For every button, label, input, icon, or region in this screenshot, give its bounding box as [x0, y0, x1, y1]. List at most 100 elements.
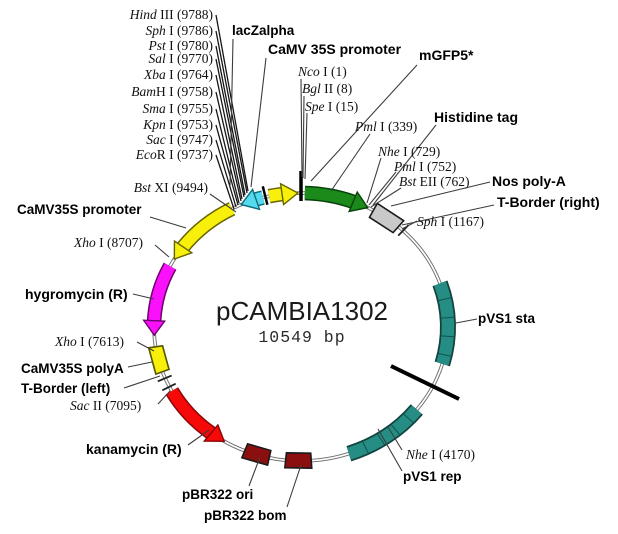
site-hindiii-9788: Hind III (9788)	[129, 7, 213, 22]
leader-line	[215, 45, 246, 196]
site-enzyme-name: Sph	[417, 214, 438, 229]
site-position: I (1167)	[437, 214, 484, 229]
pvs1-rep-notch	[390, 424, 401, 435]
label-camv35s-promoter-left: CaMV35S promoter	[17, 202, 142, 217]
camv35s-promoter-top-arrow	[268, 188, 283, 202]
site-enzyme-name: Sac	[70, 398, 90, 413]
leader-line	[132, 293, 155, 300]
leader-line	[401, 220, 418, 230]
kanamycin-arrow-head	[202, 423, 226, 442]
site-enzyme-name: Nhe	[405, 447, 428, 462]
label-t-border-right: T-Border (right)	[497, 194, 600, 210]
lacz-boundary-tick	[261, 186, 269, 206]
pvs1-rep-notch	[377, 433, 386, 446]
site-position: I (729)	[400, 144, 441, 159]
label-laczalpha: lacZalpha	[232, 23, 295, 38]
site-enzyme-name: Xba	[143, 67, 166, 82]
laczalpha-arrow	[254, 191, 265, 205]
site-enzyme-name: Bgl	[302, 81, 321, 96]
site-position: III (9788)	[157, 7, 213, 22]
label-nos-polya: Nos poly-A	[492, 173, 566, 189]
site-enzyme-name: Xho	[54, 334, 77, 349]
leader-line	[215, 91, 242, 202]
site-enzyme-name: Bst	[134, 180, 153, 195]
hygromycin-arrow-head	[142, 319, 166, 337]
leader-line	[330, 133, 371, 192]
leader-line	[154, 244, 170, 258]
leader-line	[229, 38, 234, 187]
plasmid-size: 10549 bp	[258, 328, 345, 347]
site-enzyme-name: Sal	[148, 51, 166, 66]
site-sacii-7095: Sac II (7095)	[70, 398, 141, 413]
plasmid-title: pCAMBIA1302	[216, 296, 388, 326]
site-enzyme-name: Bst	[399, 174, 418, 189]
pvs1-rep-segment	[346, 405, 422, 460]
site-enzyme-name: Kpn	[142, 117, 166, 132]
leader-line	[157, 390, 171, 405]
site-enzyme-name: Eco	[135, 147, 157, 162]
leader-line	[401, 204, 495, 226]
pbr322-bom-box	[283, 451, 313, 469]
camv35s-promoter-left-arrow	[178, 203, 235, 251]
site-enzyme-name: Pml	[393, 159, 416, 174]
label-camv35s-promoter-top: CaMV 35S promoter	[268, 41, 402, 57]
leader-line	[300, 78, 303, 178]
label-camv35s-polya: CaMV35S polyA	[21, 361, 124, 376]
site-position: II (8)	[321, 81, 352, 96]
site-position: I (9753)	[166, 117, 213, 132]
site-enzyme-name: Sma	[143, 101, 166, 116]
site-bsteii-762: Bst EII (762)	[399, 174, 470, 189]
site-position: R I (9737)	[157, 147, 213, 162]
leader-line	[250, 57, 267, 188]
site-kpni-9753: Kpn I (9753)	[142, 117, 213, 132]
site-position: I (1)	[320, 64, 347, 79]
leader-line	[209, 193, 237, 213]
site-position: EII (762)	[416, 174, 469, 189]
leader-line	[372, 124, 437, 206]
site-position: I (9780)	[166, 38, 213, 53]
label-histidine-tag: Histidine tag	[434, 109, 518, 125]
site-sali-9770: Sal I (9770)	[148, 51, 213, 66]
site-enzyme-name: Hind	[129, 7, 157, 22]
leader-line	[215, 154, 235, 210]
site-position: H I (9758)	[156, 84, 213, 99]
leader-line	[387, 426, 403, 451]
site-position: XI (9494)	[151, 180, 208, 195]
pvs1-rep-notch	[362, 441, 369, 454]
leader-line	[390, 181, 491, 207]
site-enzyme-name: Pst	[147, 38, 167, 53]
site-enzyme-name: Pml	[354, 119, 377, 134]
site-ncoi-1: Nco I (1)	[297, 64, 347, 79]
leader-line	[136, 341, 155, 352]
tborder-left-tick	[157, 374, 173, 383]
site-enzyme-name: Nhe	[377, 144, 400, 159]
laczalpha-arrow-head	[240, 188, 261, 211]
site-bstxi-9494: Bst XI (9494)	[134, 180, 208, 195]
hygromycin-arrow	[148, 263, 176, 322]
site-enzyme-name: Xho	[73, 235, 96, 250]
divider-slash	[390, 364, 460, 401]
leader-line	[127, 361, 153, 368]
leader-line	[368, 171, 397, 206]
site-position: I (9786)	[166, 23, 213, 38]
site-enzyme-name: Bam	[131, 84, 156, 99]
site-psti-9780: Pst I (9780)	[147, 38, 213, 53]
site-enzyme-name: Sac	[146, 132, 166, 147]
site-position: I (9755)	[166, 101, 213, 116]
mgfp5-arrow	[304, 187, 356, 208]
camv35s-promoter-top-arrow-head	[279, 182, 300, 206]
site-xbai-9764: Xba I (9764)	[143, 67, 213, 82]
mgfp5-arrow-head	[348, 190, 369, 213]
site-position: I (9764)	[166, 67, 213, 82]
site-position: I (4170)	[428, 447, 475, 462]
label-t-border-left: T-Border (left)	[21, 381, 110, 396]
site-bglii-8: Bgl II (8)	[302, 81, 352, 96]
leader-line	[455, 318, 478, 324]
site-position: I (9747)	[166, 132, 213, 147]
leader-line	[370, 187, 402, 208]
site-position: I (9770)	[166, 51, 213, 66]
site-position: I (8707)	[96, 235, 143, 250]
site-saci-9747: Sac I (9747)	[146, 132, 213, 147]
pvs1-sta-notch	[441, 316, 455, 319]
label-hygromycin: hygromycin (R)	[25, 286, 128, 302]
